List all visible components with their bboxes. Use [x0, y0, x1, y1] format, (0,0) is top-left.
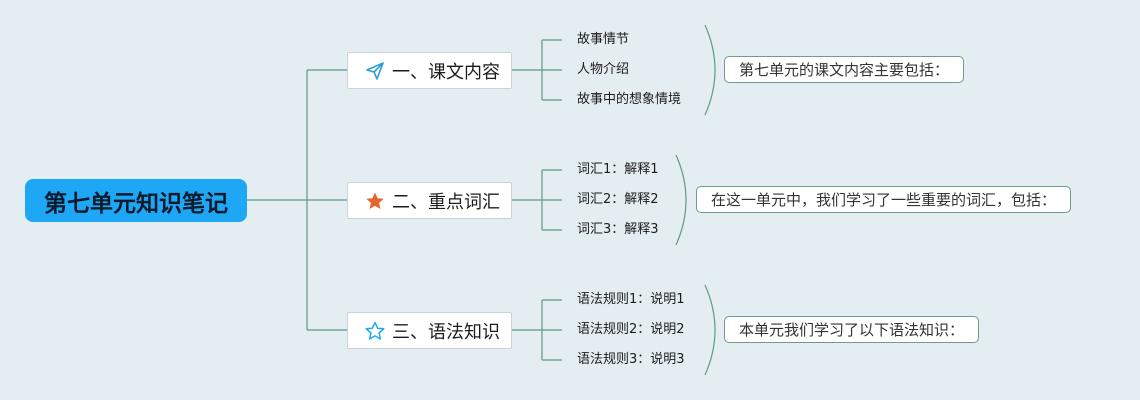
branch-topic-3[interactable]: 三、语法知识 [347, 312, 512, 349]
paper-plane-icon [364, 60, 386, 82]
branch-topic-1[interactable]: 一、课文内容 [347, 52, 512, 89]
summary-box-2[interactable]: 在这一单元中，我们学习了一些重要的词汇，包括： [696, 186, 1072, 213]
branch-label-1: 一、课文内容 [392, 61, 500, 83]
leaf-item[interactable]: 语法规则1：说明1 [577, 292, 685, 307]
summary-box-1[interactable]: 第七单元的课文内容主要包括： [724, 56, 965, 83]
branch-label-2: 二、重点词汇 [392, 191, 500, 213]
leaf-item[interactable]: 人物介绍 [577, 62, 630, 77]
star-filled-icon [364, 190, 386, 212]
leaf-item[interactable]: 词汇1：解释1 [577, 162, 659, 177]
leaf-item[interactable]: 词汇2：解释2 [577, 192, 659, 207]
branch-topic-2[interactable]: 二、重点词汇 [347, 182, 512, 219]
leaf-item[interactable]: 词汇3：解释3 [577, 222, 659, 237]
star-outline-icon [364, 320, 386, 342]
summary-text-2: 在这一单元中，我们学习了一些重要的词汇，包括： [711, 191, 1057, 209]
leaf-item[interactable]: 故事中的想象情境 [577, 92, 682, 107]
root-title: 第七单元知识笔记 [44, 190, 228, 217]
summary-text-1: 第七单元的课文内容主要包括： [739, 61, 950, 79]
leaf-item[interactable]: 语法规则3：说明3 [577, 352, 685, 367]
leaf-item[interactable]: 故事情节 [577, 32, 630, 47]
summary-text-3: 本单元我们学习了以下语法知识： [739, 321, 965, 339]
root-topic[interactable]: 第七单元知识笔记 [25, 179, 247, 222]
leaf-item[interactable]: 语法规则2：说明2 [577, 322, 685, 337]
summary-box-3[interactable]: 本单元我们学习了以下语法知识： [724, 316, 980, 343]
branch-label-3: 三、语法知识 [392, 321, 500, 343]
